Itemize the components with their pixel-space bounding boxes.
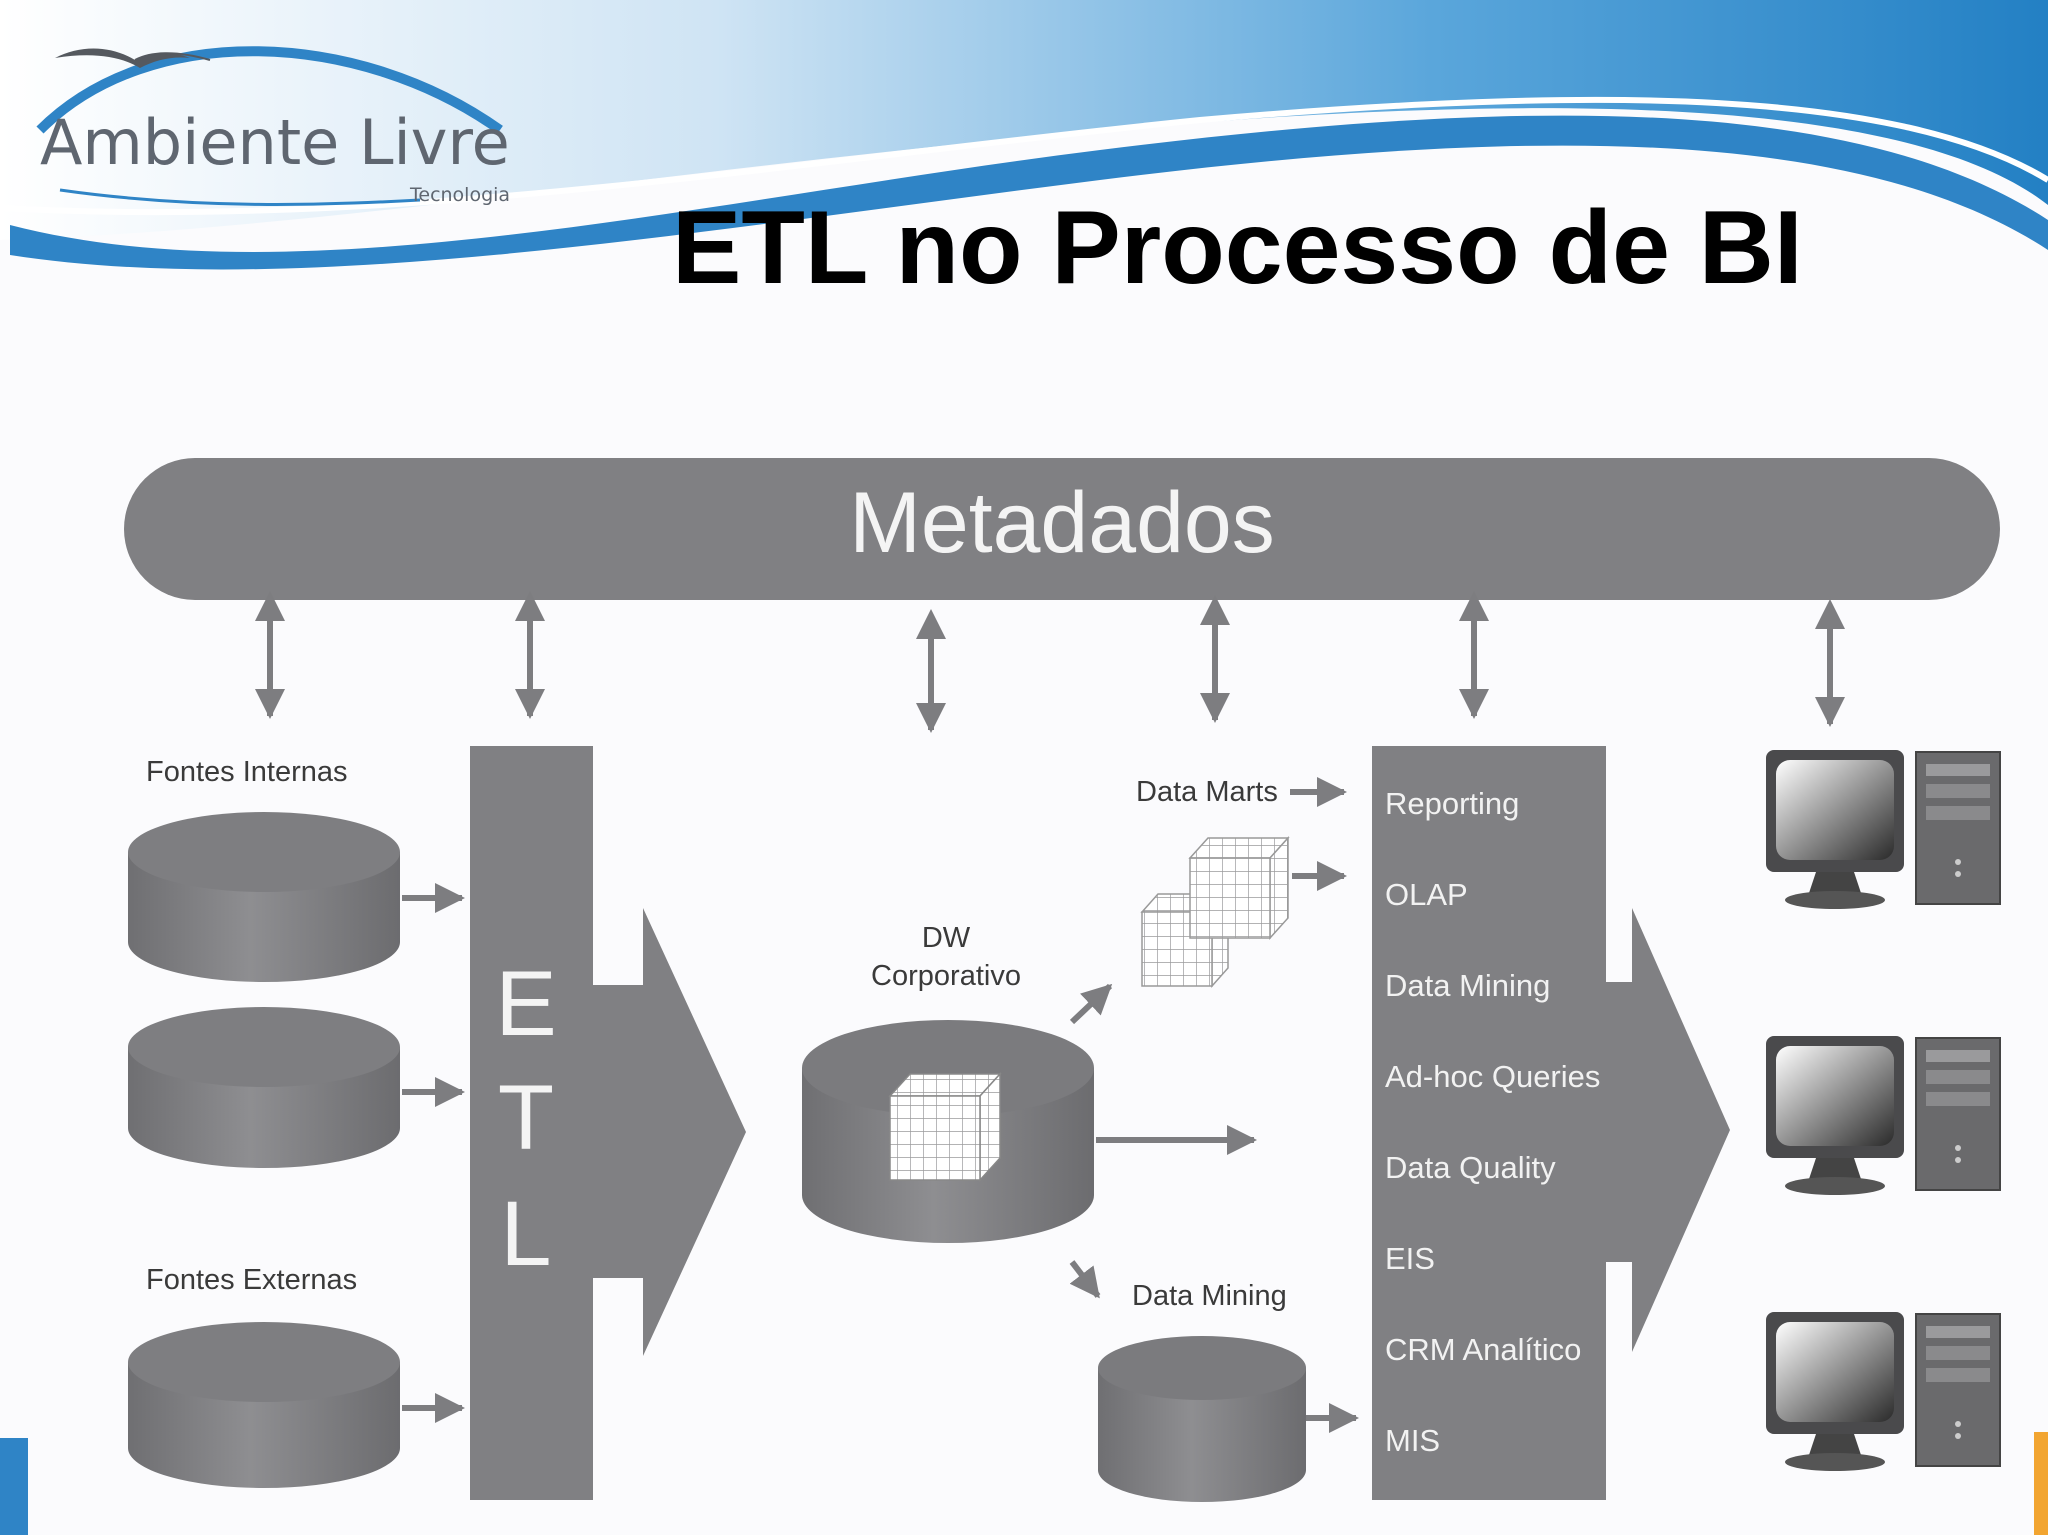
logo-arc xyxy=(36,46,503,135)
etl-letter-l: L xyxy=(500,1183,552,1285)
tool-item: CRM Analítico xyxy=(1385,1332,1582,1367)
tool-item: Reporting xyxy=(1385,786,1520,821)
tool-item: MIS xyxy=(1385,1423,1441,1458)
header-white-line xyxy=(0,96,2048,216)
dw-label-line1: DW xyxy=(921,922,971,954)
computer-icon-3 xyxy=(1766,1312,2001,1471)
source-db-external xyxy=(128,1322,400,1488)
data-marts-label: Data Marts xyxy=(1136,776,1278,808)
bird-icon xyxy=(55,48,190,68)
source-db-2 xyxy=(128,1007,400,1168)
dw-label-line2: Corporativo xyxy=(871,960,1021,992)
external-sources-label: Fontes Externas xyxy=(146,1264,358,1296)
etl-block xyxy=(470,746,746,1500)
etl-letter-e: E xyxy=(495,953,557,1055)
metadata-label: Metadados xyxy=(849,475,1275,571)
page-title: ETL no Processo de BI xyxy=(672,190,1803,306)
computer-icon-2 xyxy=(1766,1036,2001,1195)
tool-item: Data Quality xyxy=(1385,1150,1556,1185)
computer-icon-1 xyxy=(1766,750,2001,909)
tool-item: EIS xyxy=(1385,1241,1435,1276)
data-mart-cube-1 xyxy=(1140,892,1230,988)
logo-tagline: Tecnologia xyxy=(410,184,511,206)
header-swoosh xyxy=(10,115,2048,270)
data-mart-cube-2 xyxy=(1188,836,1290,940)
dw-cube-icon xyxy=(888,1072,1002,1182)
logo-name: Ambiente Livre xyxy=(40,106,510,179)
header-wave xyxy=(0,0,2048,240)
tool-item: OLAP xyxy=(1385,877,1468,912)
data-mining-label: Data Mining xyxy=(1132,1280,1287,1312)
tool-item: Data Mining xyxy=(1385,968,1551,1003)
tool-item: Ad-hoc Queries xyxy=(1385,1059,1601,1094)
logo-underline xyxy=(59,188,421,206)
metadata-bar xyxy=(124,458,2000,600)
internal-sources-label: Fontes Internas xyxy=(146,756,348,788)
etl-letter-t: T xyxy=(497,1067,555,1169)
tools-block xyxy=(1372,746,1730,1500)
corner-accent-left xyxy=(0,1438,28,1535)
corner-accent-right xyxy=(2034,1432,2048,1535)
source-db-1 xyxy=(128,812,400,982)
data-mining-cylinder xyxy=(1098,1336,1306,1502)
